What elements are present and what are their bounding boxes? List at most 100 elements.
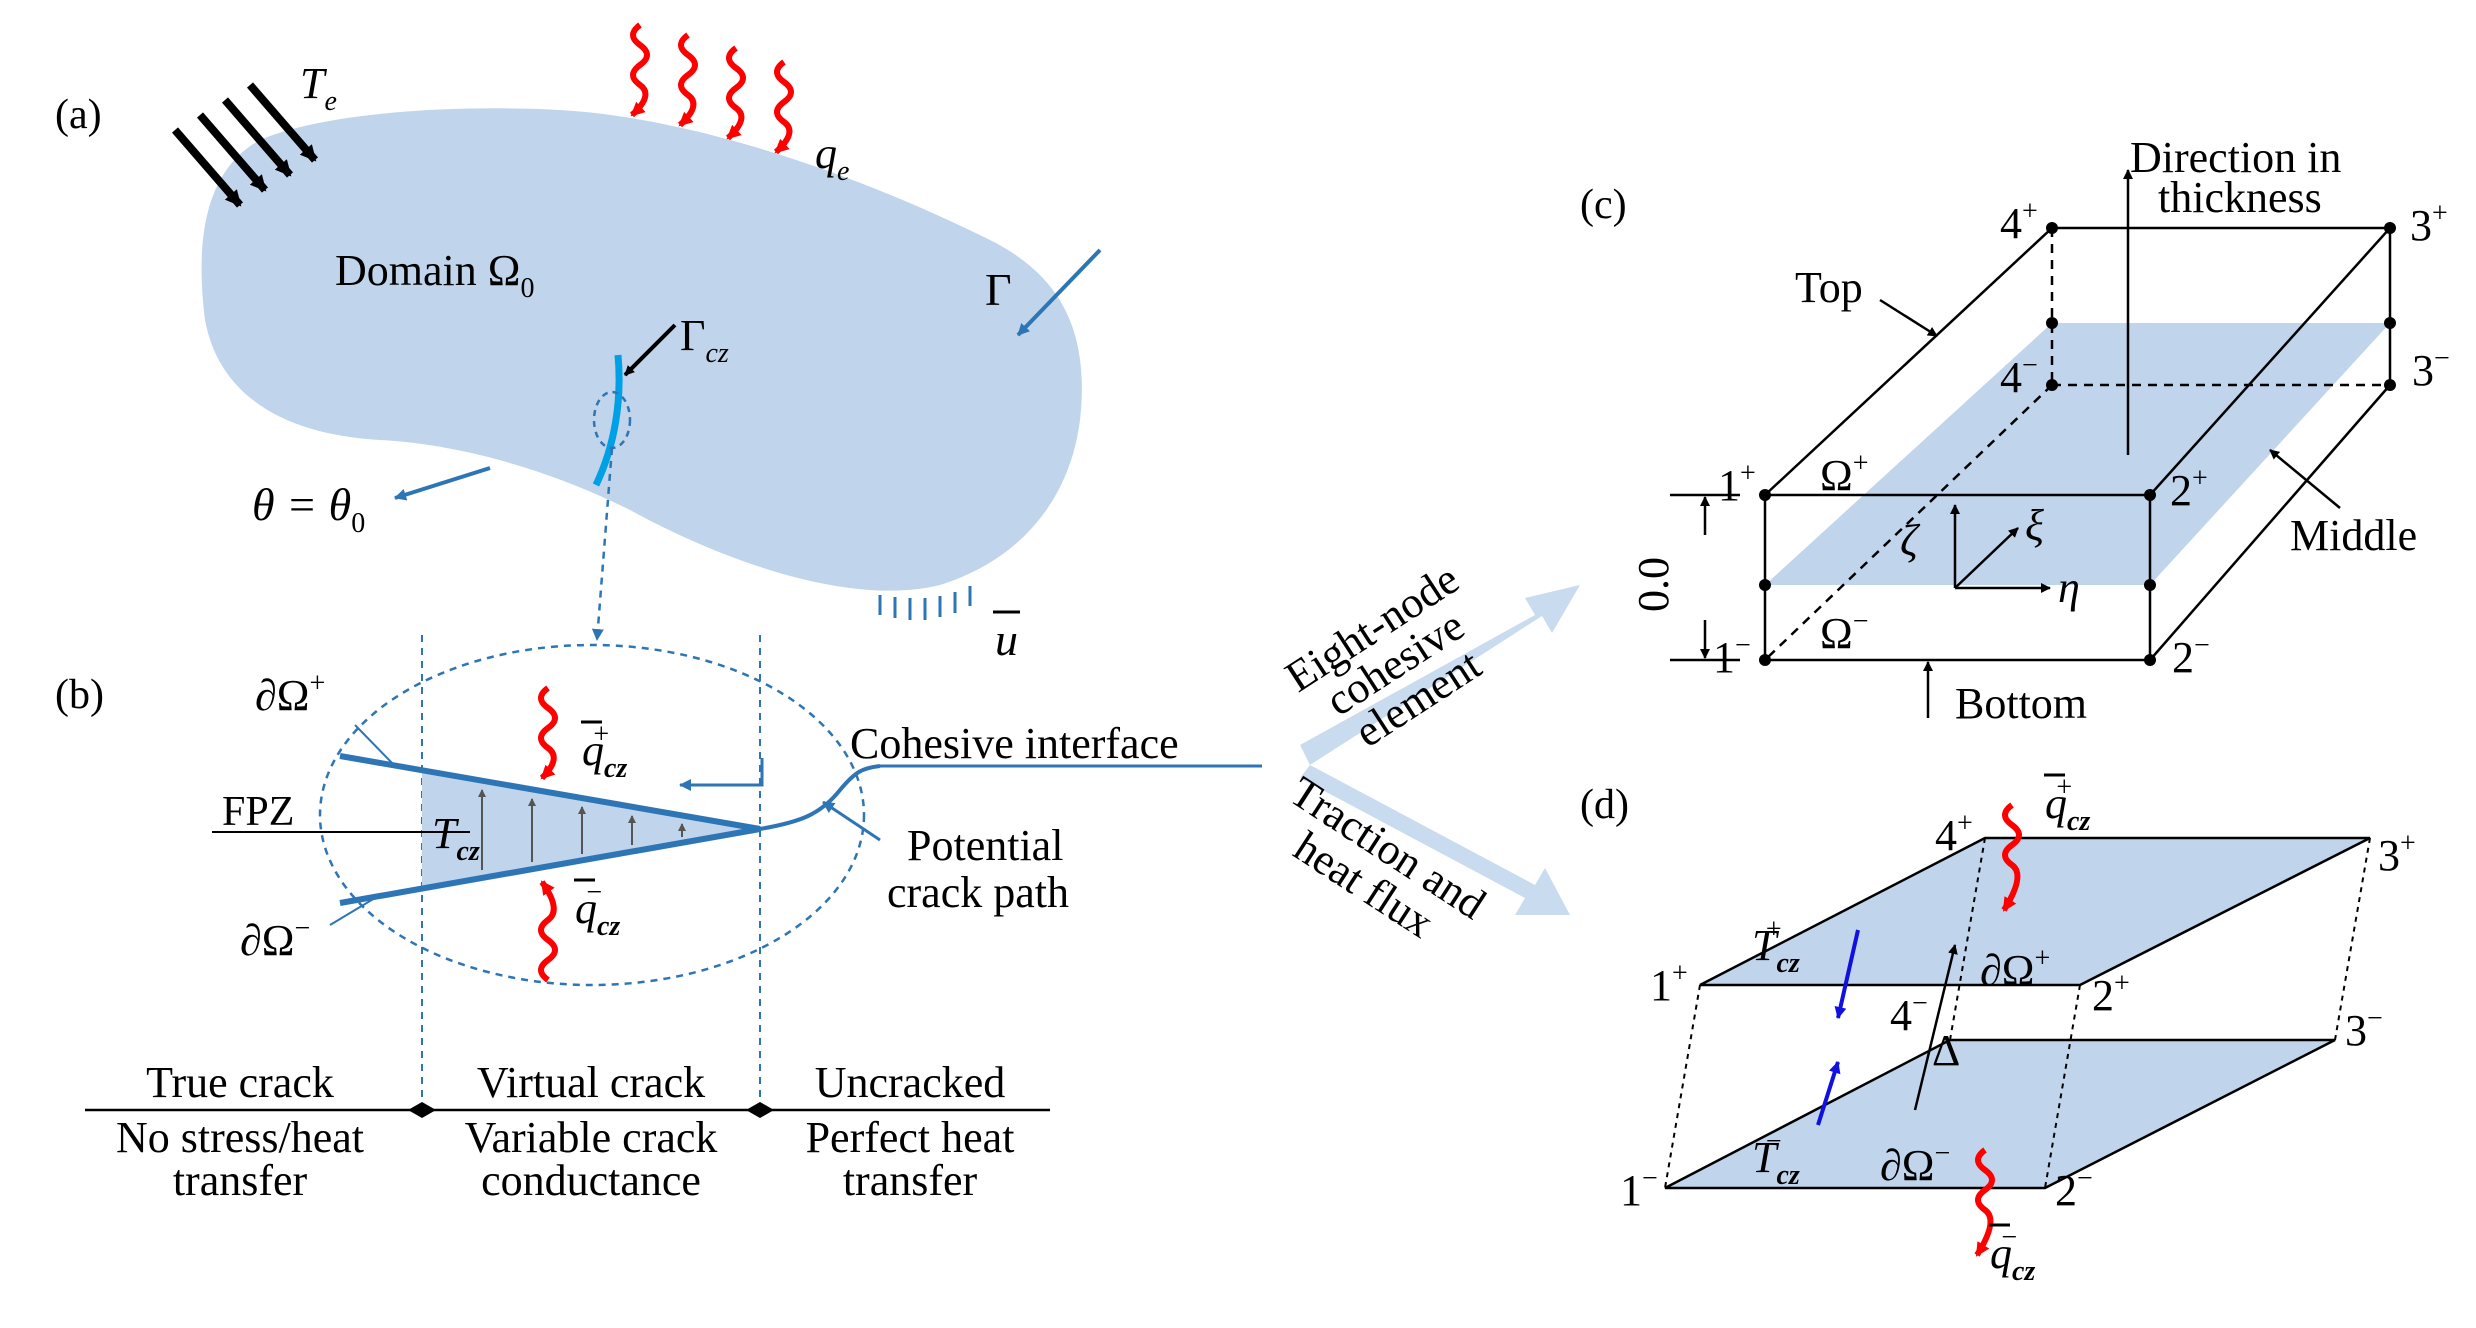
theta-arrow — [394, 466, 491, 501]
domega-plus-leader — [354, 724, 396, 767]
traction-arrow-plus — [1834, 929, 1860, 1019]
d-node-2-minus: 2− — [2055, 1163, 2093, 1215]
direction-label-2: thickness — [2158, 173, 2322, 222]
zone-arrow-right-right — [746, 1102, 760, 1118]
element-nodes — [1759, 222, 2396, 666]
zone-true-crack-title: True crack — [146, 1058, 334, 1107]
potential-crack-path-pointer — [822, 800, 881, 842]
potential-crack-path-curve — [759, 764, 881, 831]
zoom-link — [591, 447, 614, 641]
d-node-1-plus: 1+ — [1650, 958, 1688, 1010]
delta-label: Δ — [1932, 1026, 1960, 1075]
eta-label: η — [2058, 563, 2080, 612]
bottom-label: Bottom — [1955, 679, 2087, 728]
domega-minus-label: ∂Ω− — [240, 913, 310, 965]
zone-uncracked-desc-2: transfer — [843, 1156, 978, 1205]
big-arrow-lower — [1300, 765, 1570, 915]
omega-plus-label: Ω+ — [1820, 448, 1869, 500]
c-node-1-minus: 1− — [1713, 630, 1751, 682]
local-axes — [1950, 504, 2051, 593]
c-node-4-plus: 4+ — [2000, 196, 2038, 248]
zone-virtual-crack-title: Virtual crack — [477, 1058, 705, 1107]
potential-crack-path-label-2: crack path — [887, 868, 1069, 917]
direction-label-1: Direction in — [2130, 133, 2341, 182]
zone-true-crack-desc-2: transfer — [173, 1156, 308, 1205]
fpz-wedge — [422, 770, 760, 888]
delta-arrow — [1913, 944, 1958, 1111]
middle-label: Middle — [2290, 511, 2417, 560]
zone-arrow-left-right — [408, 1102, 422, 1118]
zoom-ellipse — [318, 643, 866, 987]
c-node-3-minus: 3− — [2412, 343, 2450, 395]
face-connectors — [1664, 837, 2371, 1189]
heat-flux-arrows — [629, 22, 794, 155]
cohesive-interface-label: Cohesive interface — [850, 719, 1179, 768]
zone-true-crack-desc-1: No stress/heat — [116, 1113, 364, 1162]
qcz-minus-label: qcz− — [575, 877, 620, 942]
d-node-4-plus: 4+ — [1935, 808, 1973, 860]
fpz-label: FPZ — [222, 789, 294, 835]
c-node-1-plus: 1+ — [1718, 458, 1756, 510]
top-leader — [1879, 298, 1938, 338]
panel-label-d: (d) — [1580, 782, 1629, 828]
potential-crack-path-label-1: Potential — [907, 821, 1063, 870]
d-node-3-minus: 3− — [2345, 1003, 2383, 1055]
thickness-dimension — [1670, 493, 1740, 662]
gamma-cz-arrow — [623, 323, 677, 377]
lower-face — [1664, 1038, 2336, 1190]
xi-label: ξ — [2025, 501, 2044, 550]
crack-face-upper — [339, 753, 761, 832]
traction-arrow-minus — [1816, 1061, 1841, 1126]
panel-label-c: (c) — [1580, 182, 1627, 228]
domain-shape — [201, 108, 1082, 591]
domain-label: Domain Ω0 — [335, 246, 534, 304]
element-box-hidden — [1764, 228, 2390, 661]
zone-virtual-crack-desc-1: Variable crack — [465, 1113, 718, 1162]
domega-minus-leader — [329, 897, 376, 926]
c-node-2-plus: 2+ — [2170, 463, 2208, 515]
u-bar-label: u — [995, 614, 1018, 665]
domega-plus-label: ∂Ω+ — [255, 668, 325, 720]
temperature-arrows — [171, 82, 319, 208]
traction-arrows — [478, 789, 686, 870]
d-node-3-plus: 3+ — [2378, 828, 2416, 880]
d-domega-minus-label: ∂Ω− — [1880, 1138, 1950, 1190]
d-node-4-minus: 4− — [1890, 988, 1928, 1040]
panel-label-b: (b) — [55, 672, 104, 718]
zone-uncracked-desc-1: Perfect heat — [806, 1113, 1015, 1162]
d-qcz-plus-label: qcz+ — [2045, 772, 2090, 837]
theta-label: θ = θ0 — [252, 479, 365, 539]
zeta-label: ζ — [1900, 516, 1921, 565]
big-arrow-upper — [1300, 585, 1580, 765]
thickness-value: 0.0 — [1629, 557, 1678, 612]
c-node-3-plus: 3+ — [2410, 198, 2448, 250]
zone-uncracked-title: Uncracked — [815, 1058, 1006, 1107]
gamma-arrow — [1016, 248, 1102, 337]
cohesive-interface-pointer — [679, 758, 764, 791]
gamma-cz-label: Γcz — [680, 311, 729, 369]
crack-line — [592, 354, 623, 487]
panel-label-a: (a) — [55, 92, 102, 138]
qe-label: qe — [815, 129, 849, 187]
d-qcz-plus-arrow — [2001, 802, 2022, 912]
arrow-text-lower: Traction and heat flux — [1281, 767, 1494, 948]
gamma-label: Γ — [985, 264, 1012, 315]
zone-arrow-left-left — [422, 1102, 436, 1118]
middle-plane — [1765, 323, 2390, 585]
qcz-plus-arrow — [538, 685, 558, 781]
d-qcz-minus-arrow — [1974, 1147, 1995, 1257]
tcz-minus-label: Tcz− — [1752, 1126, 1800, 1191]
tcz-label: Tcz — [432, 809, 480, 867]
c-node-4-minus: 4− — [2000, 350, 2038, 402]
d-node-1-minus: 1− — [1620, 1163, 1658, 1215]
middle-leader — [2269, 449, 2341, 509]
d-qcz-minus-label: qcz− — [1990, 1222, 2035, 1287]
tcz-plus-label: Tcz+ — [1752, 914, 1800, 979]
c-node-2-minus: 2− — [2172, 630, 2210, 682]
te-label: Te — [300, 59, 337, 117]
zone-arrow-right-left — [760, 1102, 774, 1118]
qcz-plus-label: qcz+ — [582, 719, 627, 784]
omega-minus-label: Ω− — [1820, 606, 1869, 658]
